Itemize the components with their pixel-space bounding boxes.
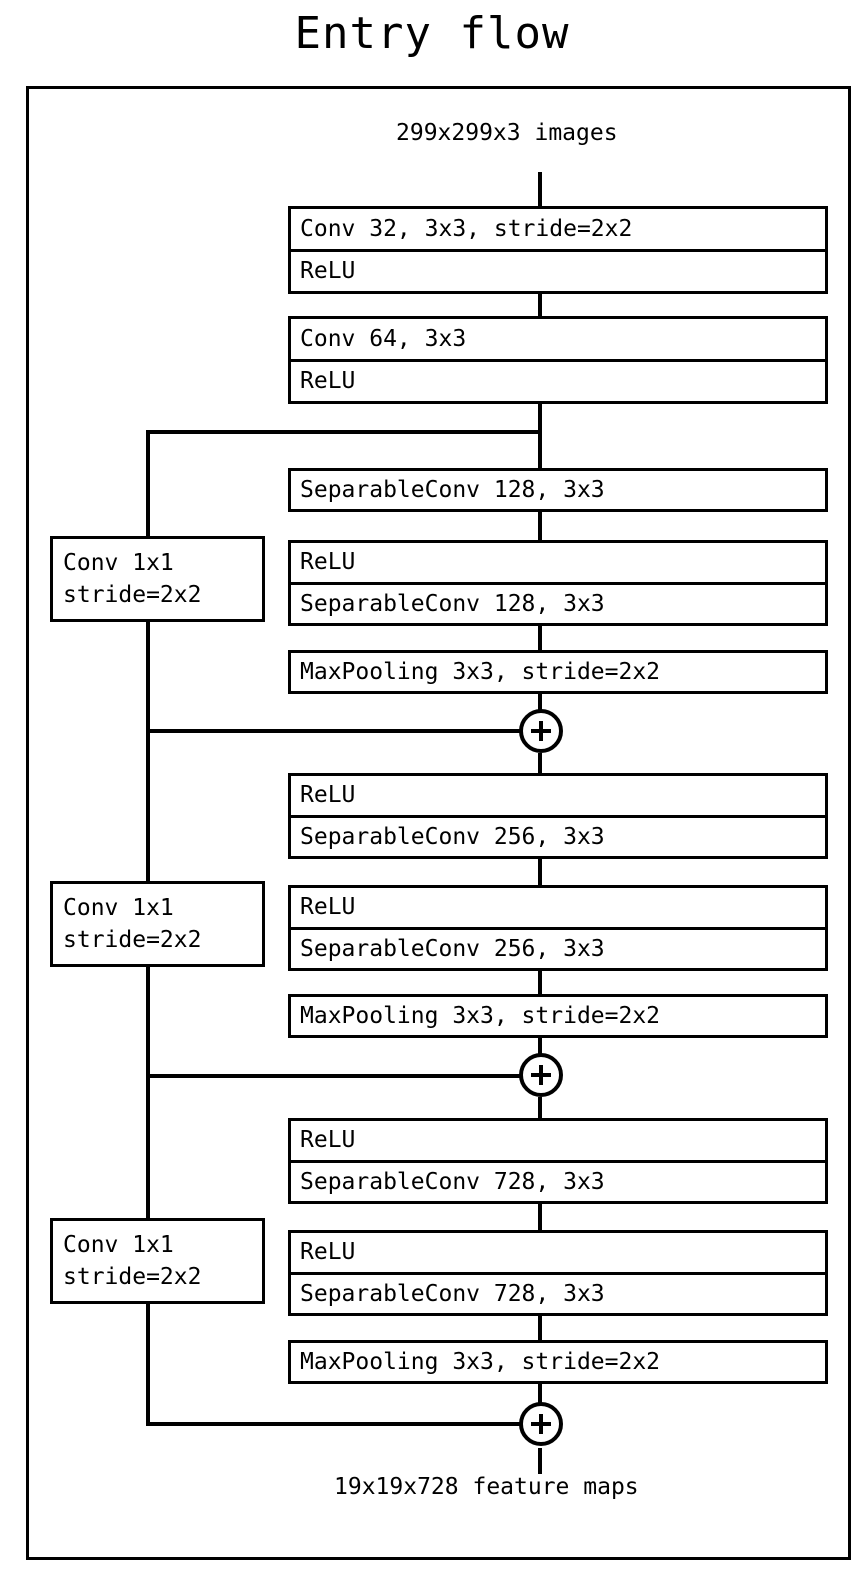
skip-label-line2: stride=2x2	[63, 1264, 202, 1290]
connector-b1-merge-to-b2	[538, 753, 542, 775]
connector-b3-group2-to-maxpool	[538, 1315, 542, 1340]
connector-merge-to-output	[538, 1448, 542, 1474]
layer-label: MaxPooling 3x3, stride=2x2	[300, 1003, 661, 1029]
connector-conv32-to-conv64	[538, 292, 542, 318]
connector-b2-merge-to-b3	[538, 1097, 542, 1119]
connector-b1-maxpool-to-merge	[538, 692, 542, 714]
connector-b3-maxpool-to-merge	[538, 1382, 542, 1404]
block-b2-relu-sepconv256-b: ReLU SeparableConv 256, 3x3	[288, 885, 828, 971]
layer-label: SeparableConv 256, 3x3	[291, 814, 825, 857]
layer-label: SeparableConv 128, 3x3	[300, 477, 605, 503]
merge-node-1	[519, 709, 563, 753]
skip-label-line1: Conv 1x1	[63, 895, 174, 921]
skip-conv-1x1-block-2: Conv 1x1 stride=2x2	[50, 881, 265, 967]
diagram-title: Entry flow	[294, 8, 570, 59]
layer-label: ReLU	[300, 782, 356, 809]
skip-label-line2: stride=2x2	[63, 927, 202, 953]
layer-label: ReLU	[291, 358, 825, 402]
connector-b1-relu-to-maxpool	[538, 624, 542, 652]
block-b3-maxpool: MaxPooling 3x3, stride=2x2	[288, 1340, 828, 1384]
layer-label: ReLU	[300, 549, 356, 576]
connector-b3-group1-to-group2	[538, 1202, 542, 1230]
layer-label: SeparableConv 128, 3x3	[291, 581, 825, 624]
connector-b2-group2-to-maxpool	[538, 969, 542, 995]
skip-conv-1x1-block-1: Conv 1x1 stride=2x2	[50, 536, 265, 622]
layer-label: ReLU	[300, 1127, 356, 1154]
skip-conv-1x1-block-3: Conv 1x1 stride=2x2	[50, 1218, 265, 1304]
merge-node-3	[519, 1402, 563, 1446]
layer-label: ReLU	[300, 894, 356, 921]
skip-label-line1: Conv 1x1	[63, 550, 174, 576]
skip-label-line1: Conv 1x1	[63, 1232, 174, 1258]
block-conv32: Conv 32, 3x3, stride=2x2 ReLU	[288, 206, 828, 294]
connector-input-to-conv32	[538, 172, 542, 208]
skip-label-line2: stride=2x2	[63, 582, 202, 608]
block-b1-relu-sepconv128: ReLU SeparableConv 128, 3x3	[288, 540, 828, 626]
skip-tap-1	[146, 430, 540, 434]
block-conv64: Conv 64, 3x3 ReLU	[288, 316, 828, 404]
layer-label: MaxPooling 3x3, stride=2x2	[300, 1349, 661, 1375]
block-b1-sepconv128-a: SeparableConv 128, 3x3	[288, 468, 828, 512]
skip-join-1	[146, 729, 522, 733]
connector-conv64-to-sepconv128	[538, 402, 542, 468]
block-b2-relu-sepconv256-a: ReLU SeparableConv 256, 3x3	[288, 773, 828, 859]
block-b2-maxpool: MaxPooling 3x3, stride=2x2	[288, 994, 828, 1038]
skip-join-2	[146, 1074, 522, 1078]
layer-label: ReLU	[291, 248, 825, 292]
merge-node-2	[519, 1053, 563, 1097]
layer-label: MaxPooling 3x3, stride=2x2	[300, 659, 661, 685]
input-label: 299x299x3 images	[396, 120, 618, 146]
layer-label: SeparableConv 728, 3x3	[291, 1271, 825, 1314]
block-b3-relu-sepconv728-a: ReLU SeparableConv 728, 3x3	[288, 1118, 828, 1204]
layer-label: SeparableConv 728, 3x3	[291, 1159, 825, 1202]
block-b1-maxpool: MaxPooling 3x3, stride=2x2	[288, 650, 828, 694]
block-b3-relu-sepconv728-b: ReLU SeparableConv 728, 3x3	[288, 1230, 828, 1316]
layer-label: SeparableConv 256, 3x3	[291, 926, 825, 969]
layer-label: ReLU	[300, 1239, 356, 1266]
connector-b2-maxpool-to-merge	[538, 1036, 542, 1057]
layer-label: Conv 32, 3x3, stride=2x2	[300, 215, 633, 242]
connector-b2-group1-to-group2	[538, 857, 542, 885]
connector-b1-sep-to-relu	[538, 510, 542, 540]
output-label: 19x19x728 feature maps	[334, 1474, 639, 1500]
layer-label: Conv 64, 3x3	[300, 325, 467, 352]
skip-join-3	[146, 1422, 522, 1426]
